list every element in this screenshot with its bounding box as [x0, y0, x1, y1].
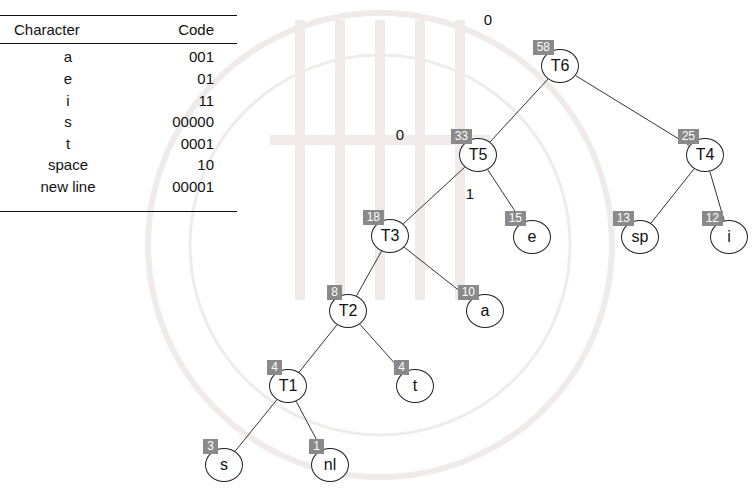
table-cell: space: [48, 157, 88, 174]
tree-branch: [299, 325, 337, 372]
node-name: T2: [339, 302, 358, 320]
node-name: T4: [696, 146, 715, 164]
table-cell: 001: [189, 49, 214, 66]
edge-bit: 0: [484, 12, 492, 29]
table-cell: 0001: [181, 136, 214, 153]
tree-node-circle: 15e: [513, 220, 551, 254]
tree-node-circle: 25T4: [686, 138, 724, 172]
tree-node-circle: 58T6: [541, 49, 579, 83]
table-cell: s: [64, 114, 72, 131]
table-cell: new line: [40, 179, 95, 196]
table-rule: [0, 43, 237, 44]
tree-branch: [403, 167, 465, 224]
node-name: nl: [324, 456, 336, 474]
node-name: T1: [279, 377, 298, 395]
weight-box: 4: [394, 360, 409, 375]
node-name: T5: [469, 146, 488, 164]
watermark-ring: [148, 13, 612, 477]
table-cell: 11: [198, 93, 214, 110]
node-name: e: [528, 228, 537, 246]
tree-branch: [576, 76, 690, 146]
weight-box: 18: [363, 210, 384, 225]
table-cell: 10: [197, 157, 214, 174]
watermark-pillar: [295, 20, 305, 300]
node-name: i: [727, 228, 731, 246]
table-cell: 00001: [172, 179, 214, 196]
weight-box: 13: [613, 211, 634, 226]
table-cell: 00000: [172, 114, 214, 131]
table-cell: t: [66, 136, 70, 153]
weight-box: 58: [533, 40, 554, 55]
watermark-pillar: [415, 20, 425, 300]
edge-bit: 1: [466, 186, 474, 203]
weight-box: 4: [267, 360, 282, 375]
node-name: s: [220, 456, 228, 474]
table-cell: Code: [178, 22, 214, 39]
weight-box: 15: [505, 211, 526, 226]
table-cell: a: [64, 49, 72, 66]
node-name: a: [481, 302, 490, 320]
watermark-pillar: [375, 20, 385, 300]
tree-node-circle: 33T5: [459, 138, 497, 172]
weight-box: 3: [203, 439, 218, 454]
edge-bit: 0: [396, 127, 404, 144]
node-name: T6: [551, 57, 570, 75]
table-rule: [0, 211, 237, 212]
tree-branch: [357, 251, 382, 296]
weight-box: 8: [327, 285, 342, 300]
weight-box: 1: [309, 439, 324, 454]
weight-box: 12: [702, 211, 723, 226]
tree-node-circle: 18T3: [371, 219, 409, 253]
node-name: t: [413, 377, 417, 395]
weight-box: 33: [451, 129, 472, 144]
tree-node-circle: 3s: [205, 448, 243, 482]
tree-branch: [651, 169, 694, 223]
table-rule: [0, 15, 237, 16]
tree-node-circle: 8T2: [329, 294, 367, 328]
watermark-pillar: [335, 20, 345, 300]
tree-branch: [490, 79, 548, 142]
node-name: T3: [381, 227, 400, 245]
tree-branch: [235, 400, 277, 451]
weight-box: 25: [678, 129, 699, 144]
table-cell: 01: [197, 71, 214, 88]
tree-node-circle: 4t: [396, 369, 434, 403]
tree-node-circle: 4T1: [269, 369, 307, 403]
tree-node-circle: 10a: [466, 294, 504, 328]
weight-box: 10: [458, 285, 479, 300]
table-cell: e: [64, 71, 72, 88]
node-name: sp: [632, 228, 649, 246]
tree-node-circle: 13sp: [621, 220, 659, 254]
table-cell: i: [66, 93, 69, 110]
table-cell: Character: [14, 22, 80, 39]
tree-node-circle: 12i: [710, 220, 748, 254]
tree-node-circle: 1nl: [311, 448, 349, 482]
